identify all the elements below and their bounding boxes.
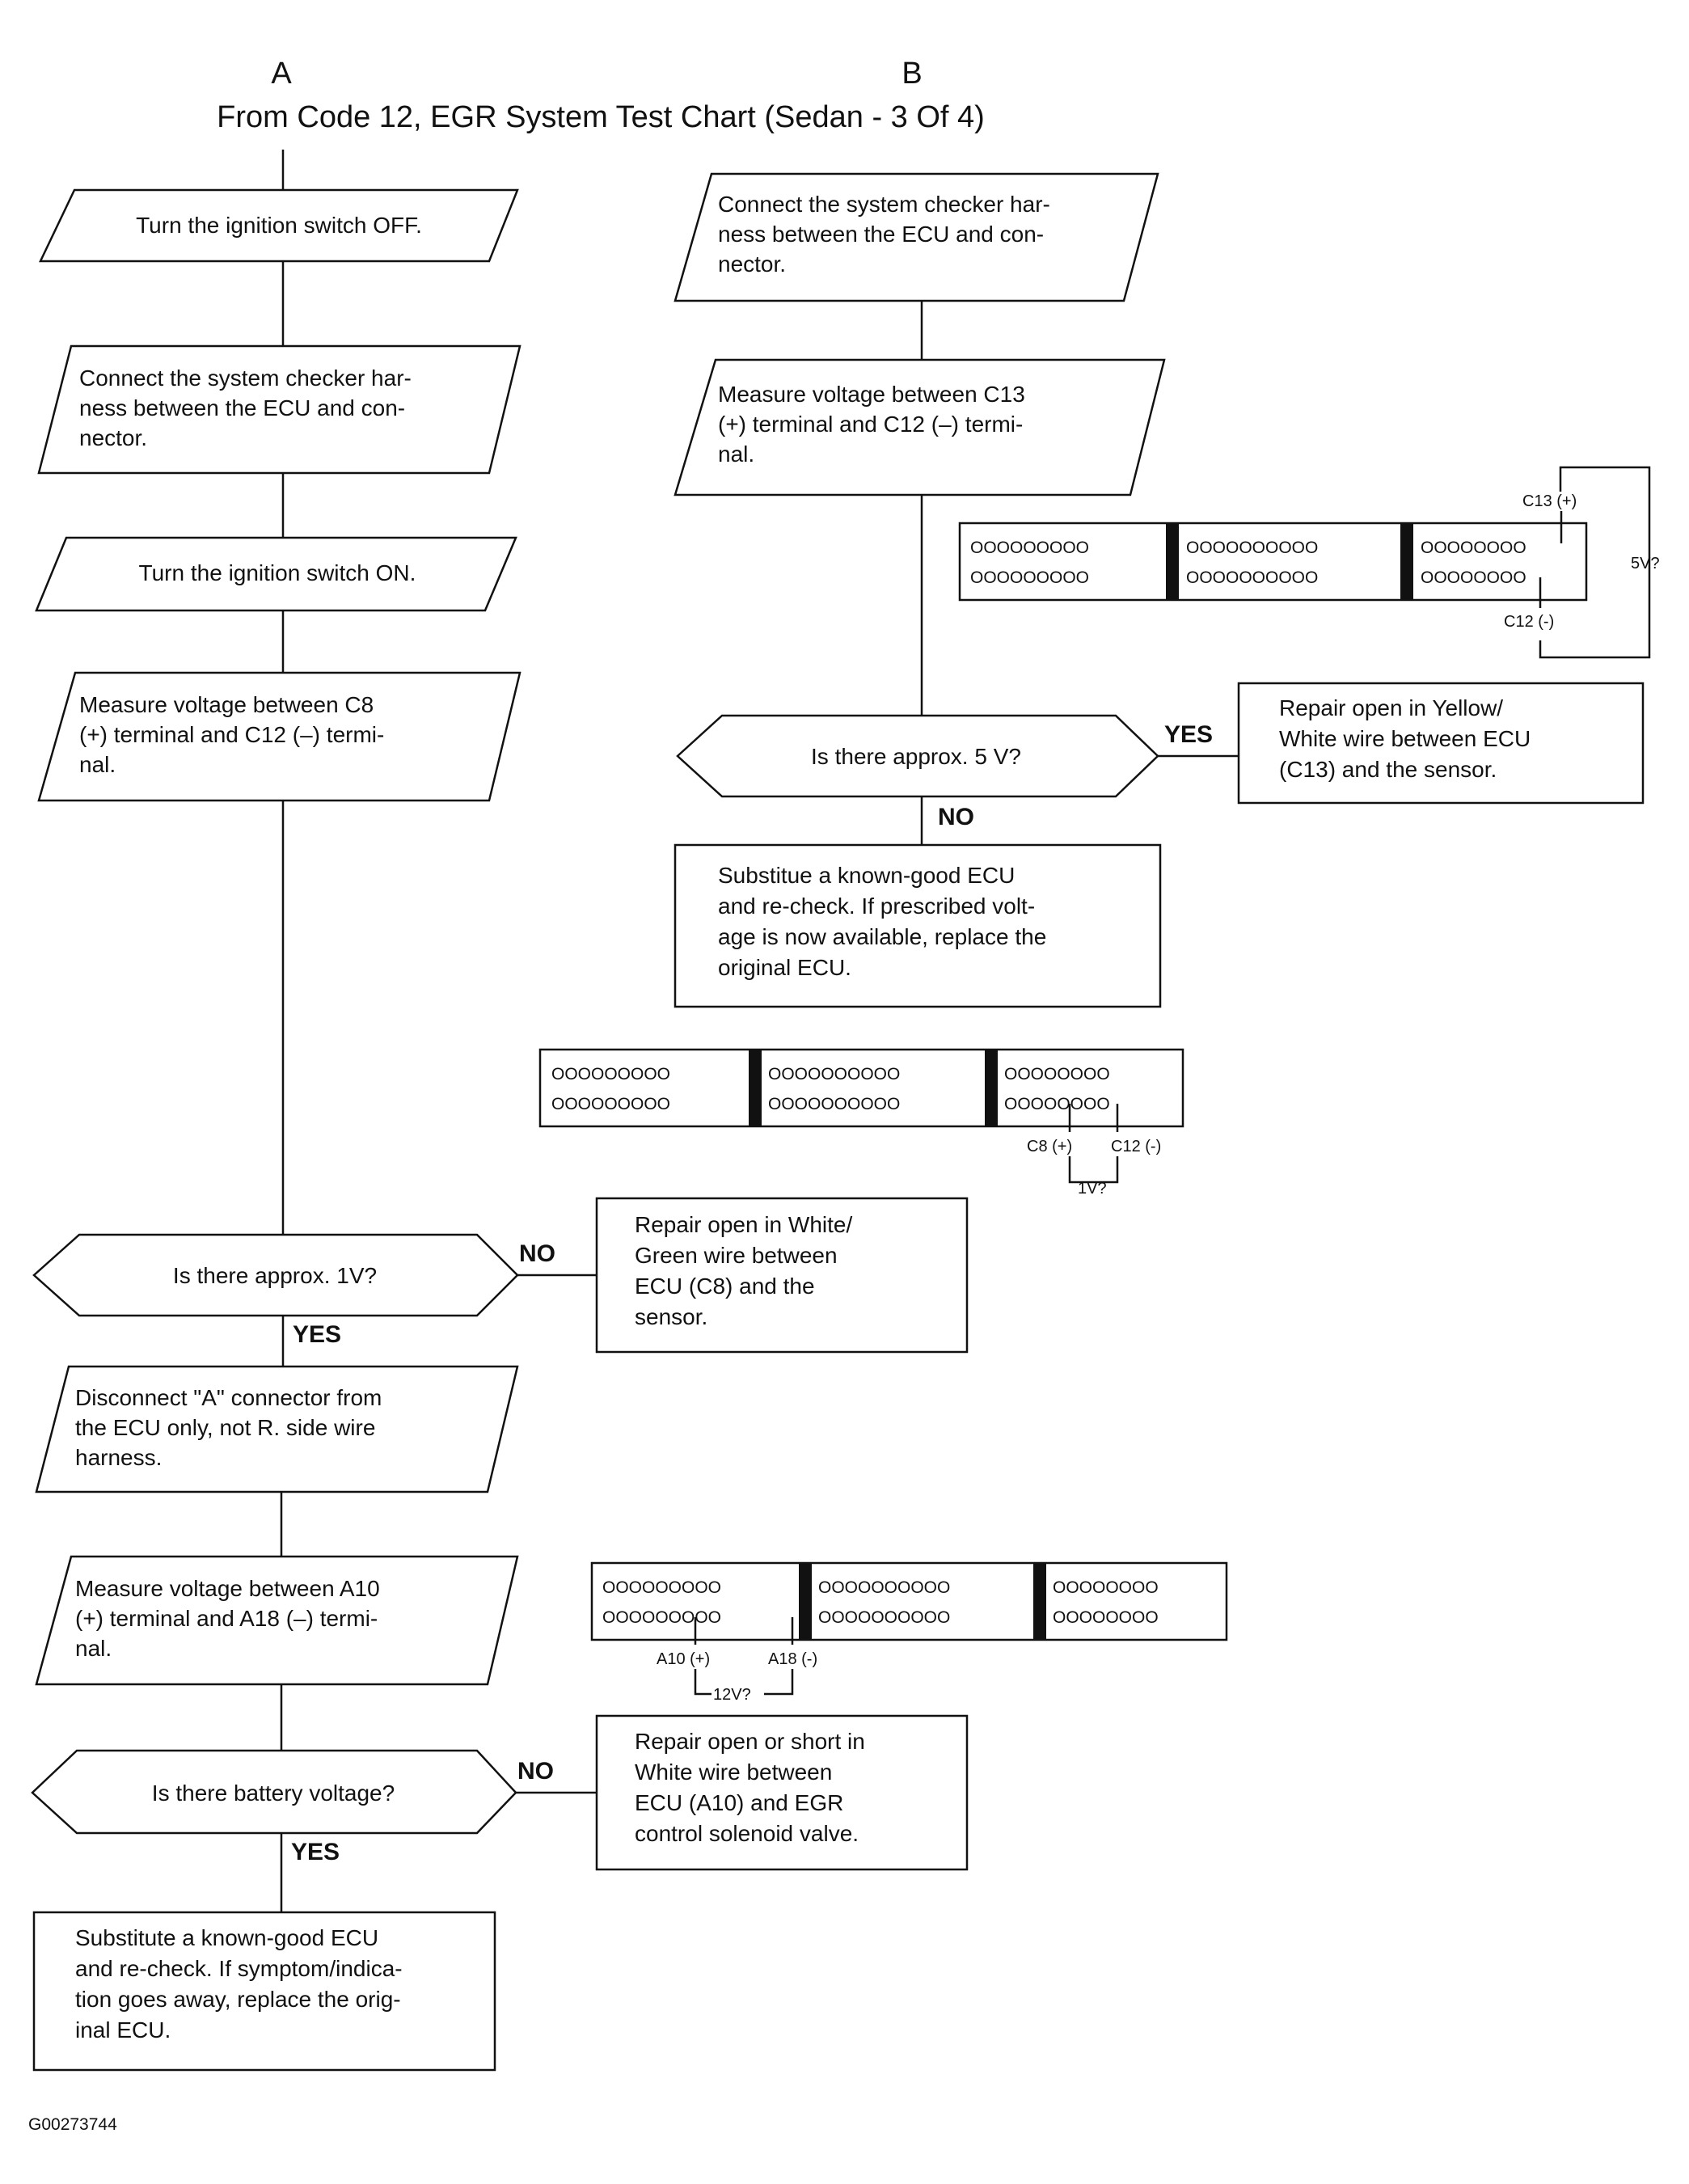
- a-decision-battery-voltage: Is there battery voltage?: [31, 1749, 517, 1835]
- svg-text:Repair open in Yellow/ W: Repair open in Yellow/ White wire betwee…: [1279, 695, 1537, 782]
- column-a-label: A: [271, 57, 292, 91]
- 1v-voltage-label: 1V?: [1078, 1180, 1107, 1198]
- svg-text:Disconnect "A" connector from: Disconnect "A" connector from the ECU on…: [75, 1385, 388, 1470]
- c13-plus-label: C13 (+): [1522, 492, 1577, 510]
- c8-plus-label: C8 (+): [1027, 1138, 1072, 1155]
- svg-text:Turn the ignition switch OFF.: Turn the ignition switch OFF.: [136, 213, 422, 238]
- svg-text:Is there approx. 1V?: Is there approx. 1V?: [173, 1263, 377, 1288]
- a-decision-approx-1v: Is there approx. 1V?: [32, 1233, 519, 1317]
- a-step-measure-a10-a18: Measure voltage between A10 (+) terminal…: [35, 1555, 519, 1686]
- a-final-substitute-ecu: Substitute a known-good ECU and re-check…: [32, 1911, 496, 2072]
- connector-a10-a18-pins: OOOOOOOOO OOOOOOOOO OOOOOOOOOO OOOOOOOOO…: [602, 1578, 1159, 1627]
- b-step-connect-checker-harness: Connect the system checker har- ness bet…: [673, 172, 1159, 302]
- connector-c8-c12-pins: OOOOOOOOO OOOOOOOOO OOOOOOOOOO OOOOOOOOO…: [551, 1065, 1110, 1113]
- connector-a10-a18: OOOOOOOOO OOOOOOOOO OOOOOOOOOO OOOOOOOOO…: [590, 1561, 1228, 1704]
- svg-text:OOOOOOOO: OOOOOOOO: [1053, 1578, 1159, 1597]
- column-a-flow-lines: [280, 150, 597, 1912]
- connector-c8-c12: OOOOOOOOO OOOOOOOOO OOOOOOOOOO OOOOOOOOO…: [538, 1048, 1184, 1198]
- a-decision1-yes-label: YES: [293, 1321, 341, 1348]
- b-decision-approx-5v: Is there approx. 5 V?: [676, 714, 1159, 798]
- connector-c13-c12-pins: OOOOOOOOO OOOOOOOOO OOOOOOOOOO OOOOOOOOO…: [970, 539, 1526, 587]
- svg-text:Substitute a known-good ECU: Substitute a known-good ECU and re-check…: [75, 1925, 408, 2042]
- figure-code: G00273744: [28, 2115, 117, 2134]
- svg-text:OOOOOOOO: OOOOOOOO: [1421, 568, 1526, 587]
- svg-text:OOOOOOOOO: OOOOOOOOO: [970, 568, 1089, 587]
- b-substitute-ecu: Substitue a known-good ECU and re-check.…: [673, 843, 1162, 1008]
- svg-text:OOOOOOOOOO: OOOOOOOOOO: [818, 1608, 950, 1627]
- a-decision2-yes-label: YES: [291, 1839, 340, 1865]
- svg-text:OOOOOOOO: OOOOOOOO: [1053, 1608, 1159, 1627]
- svg-text:OOOOOOOOO: OOOOOOOOO: [970, 539, 1089, 557]
- a-step-connect-checker-harness: Connect the system checker har- ness bet…: [37, 344, 521, 475]
- svg-text:Repair open in White/ Gr: Repair open in White/ Green wire between…: [635, 1212, 859, 1329]
- svg-text:OOOOOOOO: OOOOOOOO: [1421, 539, 1526, 557]
- svg-text:OOOOOOOOO: OOOOOOOOO: [602, 1608, 721, 1627]
- svg-text:OOOOOOOOO: OOOOOOOOO: [551, 1065, 670, 1084]
- svg-text:OOOOOOOOO: OOOOOOOOO: [602, 1578, 721, 1597]
- a-repair-white-wire-a10: Repair open or short in White wire betwe…: [595, 1714, 969, 1871]
- b-repair-yellow-white-wire: Repair open in Yellow/ White wire betwee…: [1237, 682, 1645, 805]
- a-step-turn-ignition-off: Turn the ignition switch OFF.: [39, 188, 519, 263]
- svg-text:Connect the system checker har: Connect the system checker har- ness bet…: [79, 365, 418, 450]
- svg-text:Measure voltage between A10: Measure voltage between A10 (+) terminal…: [75, 1576, 386, 1661]
- c12-minus-label: C12 (-): [1504, 613, 1554, 631]
- svg-text:OOOOOOOO: OOOOOOOO: [1004, 1095, 1110, 1113]
- svg-text:OOOOOOOOOO: OOOOOOOOOO: [768, 1065, 900, 1084]
- b-decision-yes-label: YES: [1164, 721, 1213, 748]
- a-step-disconnect-a-connector: Disconnect "A" connector from the ECU on…: [35, 1365, 519, 1493]
- b-step-measure-c13-c12: Measure voltage between C13 (+) terminal…: [673, 358, 1166, 496]
- svg-text:OOOOOOOO: OOOOOOOO: [1004, 1065, 1110, 1084]
- a-decision2-no-label: NO: [517, 1758, 554, 1785]
- c12-minus-label-2: C12 (-): [1111, 1138, 1161, 1155]
- svg-text:Measure voltage between C8: Measure voltage between C8 (+) terminal …: [79, 692, 391, 777]
- a-decision1-no-label: NO: [519, 1240, 555, 1267]
- column-b-label: B: [902, 57, 922, 91]
- a-step-measure-c8-c12: Measure voltage between C8 (+) terminal …: [37, 671, 521, 802]
- svg-text:Is there approx. 5 V?: Is there approx. 5 V?: [811, 744, 1021, 769]
- svg-text:OOOOOOOOOO: OOOOOOOOOO: [768, 1095, 900, 1113]
- svg-text:Connect the system checker har: Connect the system checker har- ness bet…: [718, 192, 1057, 277]
- svg-text:Substitue a known-good ECU: Substitue a known-good ECU and re-check.…: [718, 863, 1053, 980]
- column-b-flow-lines: [920, 301, 1239, 845]
- svg-text:OOOOOOOOOO: OOOOOOOOOO: [1186, 539, 1318, 557]
- svg-text:Repair open or short in: Repair open or short in White wire betwe…: [635, 1729, 872, 1846]
- 5v-voltage-label: 5V?: [1631, 555, 1660, 572]
- connector-c13-c12: OOOOOOOOO OOOOOOOOO OOOOOOOOOO OOOOOOOOO…: [958, 466, 1660, 659]
- page-title: From Code 12, EGR System Test Chart (Sed…: [217, 100, 985, 134]
- svg-text:Turn the ignition switch ON.: Turn the ignition switch ON.: [139, 560, 416, 585]
- svg-text:OOOOOOOOOO: OOOOOOOOOO: [1186, 568, 1318, 587]
- svg-text:OOOOOOOOO: OOOOOOOOO: [551, 1095, 670, 1113]
- a18-minus-label: A18 (-): [768, 1650, 817, 1668]
- a-step-turn-ignition-on: Turn the ignition switch ON.: [35, 536, 517, 612]
- a-repair-white-green-wire: Repair open in White/ Green wire between…: [595, 1197, 969, 1354]
- svg-text:Measure voltage between C13: Measure voltage between C13 (+) terminal…: [718, 382, 1032, 467]
- b-decision-no-label: NO: [938, 804, 974, 830]
- svg-text:OOOOOOOOOO: OOOOOOOOOO: [818, 1578, 950, 1597]
- svg-text:Is there battery voltage?: Is there battery voltage?: [152, 1781, 395, 1806]
- a10-plus-label: A10 (+): [657, 1650, 710, 1668]
- 12v-voltage-label: 12V?: [713, 1686, 751, 1704]
